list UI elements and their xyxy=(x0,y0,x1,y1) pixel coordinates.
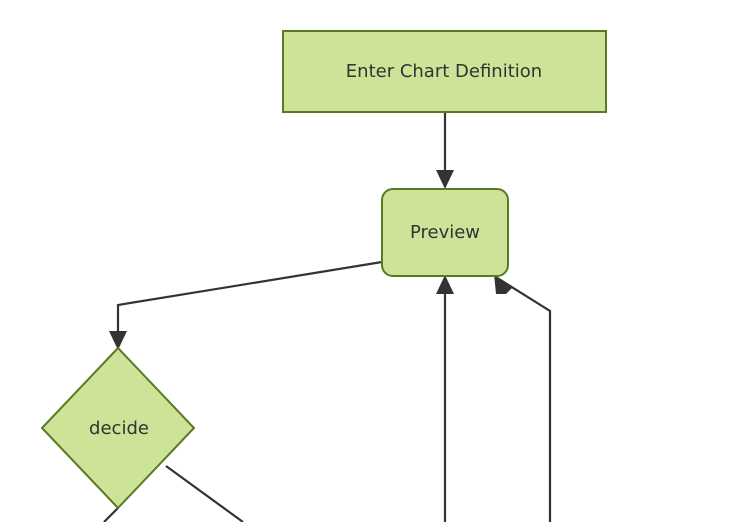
node-enter-chart-definition[interactable]: Enter Chart Definition xyxy=(282,30,607,113)
edge-decide-to-bottom-left[interactable] xyxy=(103,507,119,522)
node-label: decide xyxy=(89,418,149,439)
edge-line xyxy=(103,507,119,522)
edge-line xyxy=(116,260,383,340)
edge-enter-to-preview[interactable] xyxy=(436,112,454,189)
arrowhead-icon xyxy=(494,274,512,294)
node-decide[interactable]: decide xyxy=(40,346,196,510)
edge-line xyxy=(165,465,244,522)
arrowhead-icon xyxy=(436,170,454,189)
edge-preview-to-decide[interactable] xyxy=(109,260,383,350)
node-label: Preview xyxy=(410,222,480,243)
arrowhead-icon xyxy=(109,331,127,350)
node-label: Enter Chart Definition xyxy=(346,61,542,82)
arrowhead-icon xyxy=(436,275,454,294)
edge-line xyxy=(498,278,552,522)
edge-bottom-center-to-preview[interactable] xyxy=(436,275,454,522)
edge-decide-to-bottom-right[interactable] xyxy=(165,465,244,522)
edge-layer xyxy=(103,112,552,522)
edge-bottom-right-to-preview[interactable] xyxy=(494,274,552,522)
node-diamond xyxy=(40,346,196,510)
node-rect xyxy=(282,30,607,113)
node-layer: Enter Chart Definition Preview decide xyxy=(40,30,607,510)
node-rounded-rect xyxy=(381,188,509,277)
node-preview[interactable]: Preview xyxy=(381,188,509,277)
